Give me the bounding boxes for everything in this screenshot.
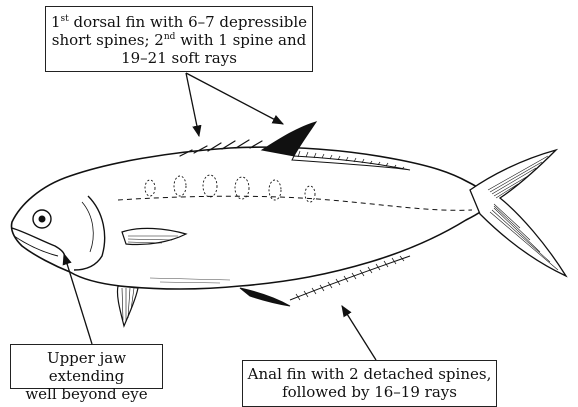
anal-callout-arrow	[342, 306, 376, 360]
dorsal-fin-callout: 1st dorsal fin with 6–7 depressible shor…	[45, 6, 313, 72]
caudal-fin	[470, 150, 566, 276]
jaw-callout-line-1: Upper jaw extending	[15, 349, 158, 385]
anal-fin	[290, 256, 410, 300]
anal-callout-line-1: Anal fin with 2 detached spines,	[247, 365, 492, 383]
anal-callout-line-2: followed by 16–19 rays	[247, 383, 492, 401]
jaw-callout-line-2: well beyond eye	[15, 385, 158, 403]
pelvic-fin	[117, 286, 138, 326]
lateral-line	[118, 196, 472, 210]
dorsal-callout-arrows	[186, 73, 283, 136]
mouth-cleft	[14, 236, 58, 256]
gill-cover-inner	[82, 202, 93, 252]
anal-fin-rays	[296, 256, 404, 300]
body-spots	[145, 175, 315, 202]
second-dorsal-lobe	[262, 122, 316, 156]
dorsal-callout-line-3: 19–21 soft rays	[50, 49, 308, 67]
anal-fin-callout: Anal fin with 2 detached spines, followe…	[242, 360, 497, 407]
dorsal-callout-line-2: short spines; 2nd with 1 spine and	[50, 31, 308, 49]
eye-pupil	[39, 216, 46, 223]
gill-cover	[74, 196, 105, 270]
fish-body-outline	[11, 147, 492, 289]
anal-fin-lobe	[240, 288, 290, 306]
belly-shading	[150, 278, 230, 283]
upper-jaw-callout: Upper jaw extending well beyond eye	[10, 344, 163, 389]
dorsal-callout-line-1: 1st dorsal fin with 6–7 depressible	[50, 13, 308, 31]
